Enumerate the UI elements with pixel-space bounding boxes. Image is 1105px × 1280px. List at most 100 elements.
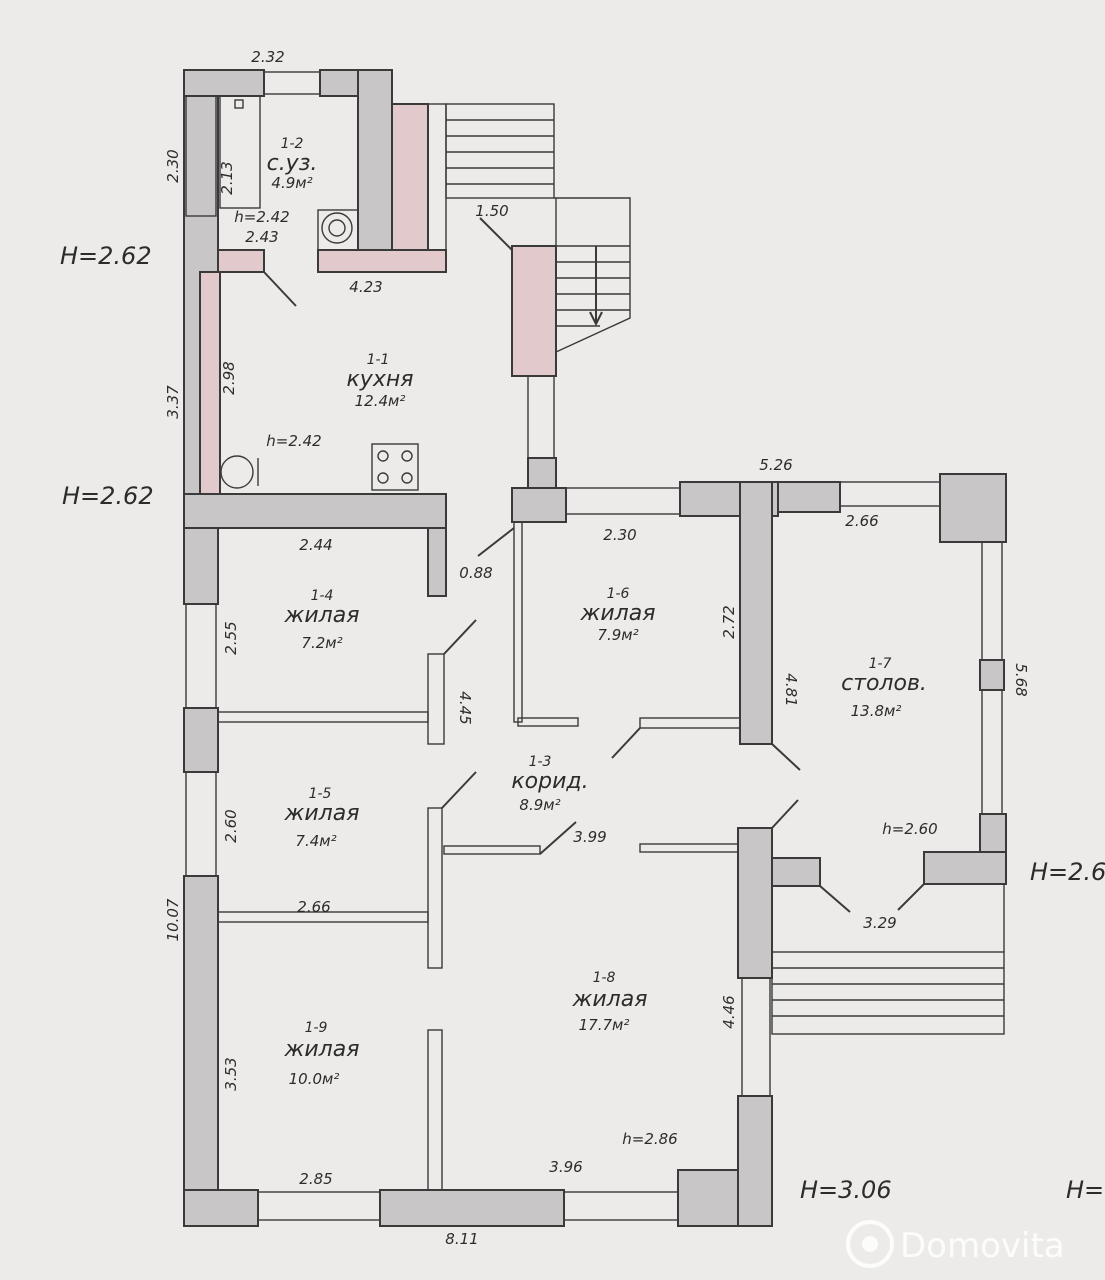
- partition-corridor-bottom-r: [639, 843, 739, 853]
- dim-15-bottom: 2.66: [297, 898, 330, 916]
- wall-left-lower: [183, 875, 219, 1227]
- dim-corridor-left: 4.45: [456, 691, 474, 724]
- dim-dining-h: h=2.60: [882, 820, 937, 838]
- room-1-5-area: 7.4м²: [295, 832, 336, 850]
- door-swing-kitchen: [263, 271, 297, 307]
- window-top-17: [839, 481, 941, 507]
- door-swing-bay: [819, 885, 851, 913]
- room-1-9-name: жилая: [284, 1037, 360, 1062]
- window-right-17: [981, 541, 1003, 661]
- partition-corridor-bottom-l: [443, 845, 541, 855]
- room-1-3-area: 8.9м²: [519, 796, 560, 814]
- room-1-4-no: 1-4: [311, 588, 334, 604]
- wall-bay-bottom: [923, 851, 1007, 885]
- boiler-box: [317, 209, 359, 251]
- stairs-east: [771, 884, 1005, 1035]
- room-1-5-name: жилая: [284, 801, 360, 826]
- dim-left-total: 10.07: [164, 898, 182, 941]
- window-top-bath: [263, 71, 321, 95]
- stove: [371, 443, 419, 491]
- partition-14-15: [217, 711, 429, 723]
- dim-14-top: 2.44: [299, 536, 332, 554]
- door-swing-16: [611, 727, 641, 759]
- wall-kitchen-top-left: [217, 249, 265, 273]
- dim-stair: 1.50: [475, 202, 508, 220]
- room-1-1-no: 1-1: [367, 352, 390, 368]
- wall-bath-inner: [391, 103, 429, 251]
- room-1-9-no: 1-9: [305, 1020, 328, 1036]
- room-1-4-area: 7.2м²: [301, 634, 342, 652]
- wall-top-17-left: [777, 481, 841, 513]
- kitchen-sink: [220, 455, 254, 489]
- wall-left-mid2: [183, 707, 219, 773]
- boiler-inner: [328, 219, 346, 237]
- door-swing-14: [443, 619, 477, 655]
- window-left-14: [185, 603, 217, 709]
- door-swing-17: [771, 743, 801, 771]
- window-bottom-2: [563, 1191, 679, 1221]
- dim-16-right: 2.72: [720, 605, 738, 638]
- door-swing-18: [539, 821, 577, 855]
- partition-15-19: [217, 911, 429, 923]
- wall-bottom-mid: [379, 1189, 565, 1227]
- wall-bay-left: [771, 857, 821, 887]
- wall-left-mid: [183, 527, 219, 605]
- window-bath-right: [427, 103, 447, 251]
- partition-19-18: [427, 1029, 443, 1191]
- dim-top-bath: 2.32: [251, 48, 284, 66]
- room-1-8-area: 17.7м²: [579, 1016, 630, 1034]
- room-1-6-area: 7.9м²: [597, 626, 638, 644]
- door-swing-15: [441, 771, 477, 809]
- bath-drain: [234, 99, 244, 109]
- watermark-text: Domovita: [900, 1226, 1065, 1266]
- door-swing-corridor: [477, 527, 515, 557]
- dim-17-left: 4.81: [782, 673, 800, 706]
- room-1-2-name: с.уз.: [267, 151, 318, 176]
- room-1-1-name: кухня: [347, 367, 414, 392]
- partition-16-left: [513, 521, 523, 723]
- wall-kitchen-right: [511, 245, 557, 377]
- height-mark-2: H=2.62: [62, 482, 154, 510]
- room-1-3-no: 1-3: [529, 754, 552, 770]
- dim-15-left: 2.60: [222, 809, 240, 842]
- height-mark-3: H=3.06: [800, 1176, 892, 1204]
- window-left-15: [185, 771, 217, 877]
- dim-bath-h: h=2.42: [234, 208, 289, 226]
- wall-14-right: [427, 527, 447, 597]
- dim-top-east: 5.26: [759, 456, 792, 474]
- dim-17-top: 2.66: [845, 512, 878, 530]
- dim-19-left: 3.53: [222, 1057, 240, 1090]
- door-swing-bay2: [897, 883, 925, 911]
- window-kitchen-right: [527, 375, 555, 459]
- wall-right-18-top: [737, 827, 773, 979]
- window-right-18: [741, 977, 771, 1097]
- dim-bath-inner: 2.13: [218, 161, 236, 194]
- watermark-logo: [846, 1220, 894, 1268]
- room-1-2-no: 1-2: [281, 136, 304, 152]
- dim-kitchen-h: h=2.42: [266, 432, 321, 450]
- door-swing-17b: [771, 799, 799, 829]
- dim-14-left: 2.55: [222, 621, 240, 654]
- room-1-7-area: 13.8м²: [851, 702, 902, 720]
- wall-top-bath: [183, 69, 265, 97]
- wall-right-17-mid: [979, 659, 1005, 691]
- window-left-bath: [185, 95, 217, 217]
- dim-bath-width: 2.43: [245, 228, 278, 246]
- wall-16-17: [739, 481, 773, 745]
- room-1-2-area: 4.9м²: [271, 174, 312, 192]
- wall-bath-right: [357, 69, 393, 251]
- room-1-7-no: 1-7: [869, 656, 892, 672]
- dim-18-right: 4.46: [720, 995, 738, 1028]
- window-bottom-1: [257, 1191, 381, 1221]
- height-mark-5: H=: [1066, 1176, 1104, 1204]
- wall-kitchen-right-low: [527, 457, 557, 489]
- height-mark-4: H=2.6: [1030, 858, 1105, 886]
- dim-living-h: h=2.86: [622, 1130, 677, 1148]
- stairs-upper: [445, 103, 555, 199]
- dim-kitchen-top: 4.23: [349, 278, 382, 296]
- dim-left-kitchen: 3.37: [164, 385, 182, 419]
- stairs-lower: [554, 197, 631, 353]
- window-right-17b: [981, 689, 1003, 815]
- room-1-8-no: 1-8: [593, 970, 616, 986]
